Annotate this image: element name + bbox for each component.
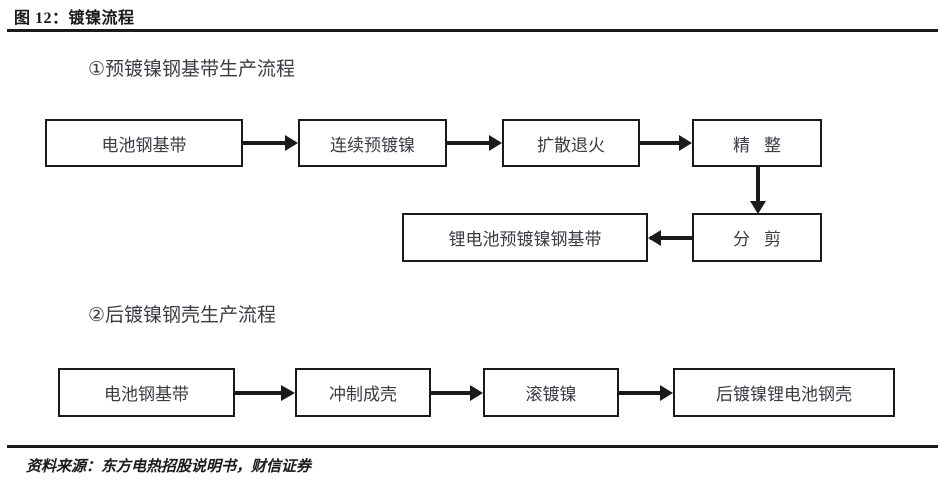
page-title: 图 12：镀镍流程 (14, 10, 135, 27)
arrow-right-icon-3 (640, 132, 692, 154)
node-stamping-shell[interactable]: 冲制成壳 (295, 368, 431, 417)
section-heading-1: ①预镀镍钢基带生产流程 (88, 58, 296, 80)
node-finishing[interactable]: 精整 (692, 119, 822, 167)
node-preplated-strip[interactable]: 锂电池预镀镍钢基带 (402, 213, 648, 262)
footer-divider (7, 445, 938, 448)
arrow-right-icon-4 (235, 382, 295, 404)
header-divider (7, 29, 938, 32)
node-final-shell[interactable]: 后镀镍锂电池钢壳 (673, 368, 895, 417)
arrow-left-icon-1 (648, 227, 692, 249)
source-note: 资料来源：东方电热招股说明书，财信证券 (26, 459, 312, 475)
node-shearing[interactable]: 分剪 (692, 213, 822, 262)
arrow-right-icon-2 (447, 132, 502, 154)
section-heading-2: ②后镀镍钢壳生产流程 (88, 304, 277, 326)
arrow-down-icon-1 (747, 167, 769, 214)
node-diffusion-anneal[interactable]: 扩散退火 (502, 119, 640, 167)
node-steel-strip-b[interactable]: 电池钢基带 (58, 368, 235, 417)
node-continuous-preplate[interactable]: 连续预镀镍 (298, 119, 447, 167)
node-steel-strip-a[interactable]: 电池钢基带 (45, 119, 243, 167)
arrow-right-icon-5 (431, 382, 483, 404)
arrow-right-icon-6 (619, 382, 673, 404)
arrow-right-icon-1 (243, 132, 298, 154)
node-barrel-plating[interactable]: 滚镀镍 (483, 368, 619, 417)
